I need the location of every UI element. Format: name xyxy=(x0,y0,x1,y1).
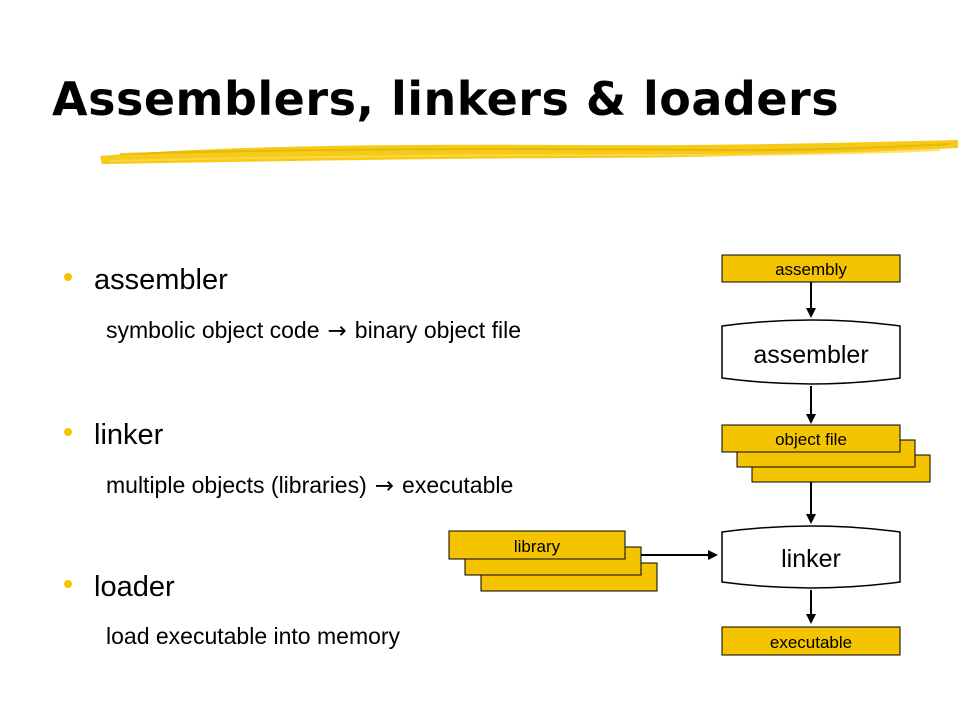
bullet-loader: loader xyxy=(94,571,175,603)
detail-to: executable xyxy=(402,472,514,498)
bullet-loader-detail: load executable into memory xyxy=(106,623,401,649)
bullet-linker: linker xyxy=(94,419,164,451)
library-label: library xyxy=(514,537,561,556)
object-file-stack: object file xyxy=(721,424,931,483)
detail-to: binary object file xyxy=(354,317,521,343)
assembly-box: assembly xyxy=(721,254,901,283)
bullet-assembler-detail: symbolic object code → binary object file xyxy=(106,317,521,344)
assembler-node-label: assembler xyxy=(753,341,868,369)
bullet-dot xyxy=(64,580,72,588)
bullet-assembler: assembler xyxy=(94,264,228,296)
right-arrow-icon: → xyxy=(327,318,347,344)
right-arrow-icon: → xyxy=(374,473,395,499)
bullet-list: assembler symbolic object code → binary ob… xyxy=(64,264,521,649)
object-file-label: object file xyxy=(775,430,847,449)
title-underline-brush xyxy=(100,140,958,164)
bullet-linker-detail: multiple objects (libraries) → executable xyxy=(106,472,513,499)
detail-from: symbolic object code xyxy=(106,317,320,343)
executable-label: executable xyxy=(770,633,852,652)
library-stack: library xyxy=(448,530,658,592)
executable-box: executable xyxy=(721,626,901,656)
bullet-dot xyxy=(64,273,72,281)
bullet-dot xyxy=(64,428,72,436)
linker-node: linker xyxy=(721,525,901,589)
linker-node-label: linker xyxy=(781,545,841,573)
detail-from: multiple objects (libraries) xyxy=(106,472,367,498)
assembler-node: assembler xyxy=(721,319,901,385)
slide-title: Assemblers, linkers & loaders xyxy=(52,72,840,126)
assembly-label: assembly xyxy=(775,260,847,279)
